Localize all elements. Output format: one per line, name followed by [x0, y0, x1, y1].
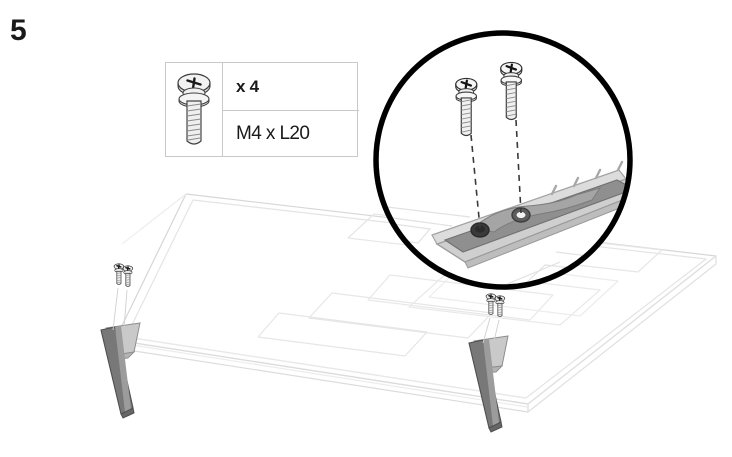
magnified-screw-right: [500, 61, 523, 121]
parts-table: x 4 M4 x L20: [165, 62, 359, 157]
callout-ring: [373, 30, 633, 290]
stand-leg-right: [468, 293, 509, 433]
detail-callout-circle: [373, 30, 633, 290]
magnified-screw-left: [455, 77, 478, 137]
leg-screw-pair-right: [485, 293, 506, 317]
table-divider-vertical: [222, 63, 223, 156]
stand-leg-left: [100, 263, 141, 419]
table-divider-horizontal: [222, 110, 359, 111]
alignment-guide-lines: [470, 119, 522, 229]
leg-screw-pair-left: [113, 263, 134, 287]
table-cell-quantity: x 4: [236, 76, 259, 96]
step-number: 5: [10, 14, 27, 47]
pan-head-screw-with-washer-icon: [177, 73, 211, 145]
table-cell-spec: M4 x L20: [236, 123, 310, 144]
table-cell-part-icon: [166, 63, 222, 157]
